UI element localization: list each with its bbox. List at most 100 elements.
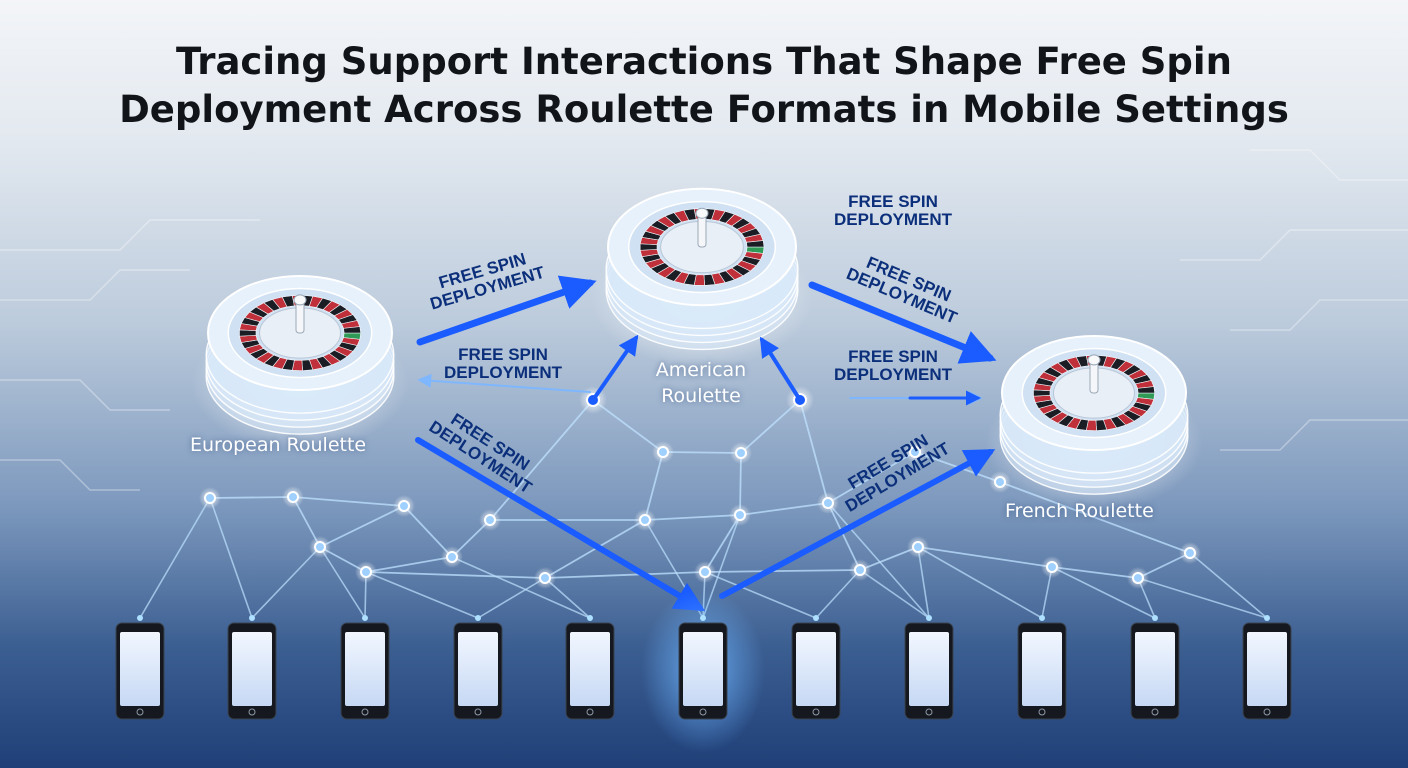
american-roulette-label: American Roulette xyxy=(655,359,747,407)
mobile-device xyxy=(904,615,954,720)
mobile-device-home-button xyxy=(1151,708,1159,716)
network-node xyxy=(287,491,299,503)
mobile-device xyxy=(641,589,765,753)
mobile-device-home-button xyxy=(474,708,482,716)
circuit-trace xyxy=(1250,149,1408,181)
network-link xyxy=(592,399,664,453)
mobile-device-screen xyxy=(232,632,272,706)
mobile-device-connector xyxy=(137,615,143,621)
network-link xyxy=(1137,577,1268,619)
mobile-device xyxy=(115,615,165,720)
edge-label-american-to-euro: FREE SPIN DEPLOYMENT xyxy=(444,346,562,382)
mobile-device-connector xyxy=(1264,615,1270,621)
mobile-device xyxy=(1017,615,1067,720)
french-roulette-label: French Roulette xyxy=(1005,500,1154,522)
network-node xyxy=(484,514,496,526)
mobile-device-screen xyxy=(683,632,723,706)
network-link xyxy=(365,571,546,579)
wheel-spindle xyxy=(295,301,305,334)
circuit-trace xyxy=(1230,299,1408,331)
network-node xyxy=(446,551,458,563)
mobile-device-screen xyxy=(345,632,385,706)
wheel-spindle-top xyxy=(695,207,709,219)
network-node xyxy=(639,514,651,526)
european-roulette-label: European Roulette xyxy=(190,434,367,456)
deployment-arrows xyxy=(415,275,997,612)
mobile-device-screen xyxy=(120,632,160,706)
network-node xyxy=(1132,572,1144,584)
mobile-device xyxy=(565,615,615,720)
network-node xyxy=(909,446,921,458)
network-node xyxy=(657,446,669,458)
title-line-2: Deployment Across Roulette Formats in Mo… xyxy=(119,88,1289,131)
mobile-device-connector xyxy=(813,615,819,621)
circuit-trace xyxy=(0,269,190,301)
network-link xyxy=(251,546,321,619)
mobile-device xyxy=(791,615,841,720)
network-node xyxy=(822,497,834,509)
mobile-device-screen xyxy=(1022,632,1062,706)
wheel-spindle-top xyxy=(1087,354,1101,366)
mobile-device xyxy=(1242,615,1292,720)
network-node xyxy=(735,447,747,459)
network-link xyxy=(292,496,405,507)
arrow-american-to-french xyxy=(808,281,997,364)
wheel-pocket xyxy=(343,326,362,334)
edge-label-network-to-french: FREE SPIN DEPLOYMENT xyxy=(834,348,952,384)
arrow-node-to-american-right xyxy=(759,336,802,402)
network-link xyxy=(139,497,211,619)
network-node xyxy=(398,500,410,512)
mobile-device-screen xyxy=(458,632,498,706)
network-link xyxy=(1051,566,1139,579)
edge-label-line-1: FREE SPIN xyxy=(458,345,548,364)
network-link xyxy=(451,556,591,619)
mobile-device-home-button xyxy=(812,708,820,716)
arrow-euro-to-american xyxy=(416,275,597,346)
network-node xyxy=(1046,561,1058,573)
wheel-spindle-top xyxy=(293,294,307,306)
page-title: Tracing Support Interactions That Shape … xyxy=(0,38,1408,134)
circuit-trace xyxy=(1220,419,1408,451)
arrow-node-to-american-left xyxy=(591,334,639,402)
american-roulette-wheel xyxy=(591,187,813,368)
wheel-spindle xyxy=(1089,361,1099,394)
mobile-device-home-button xyxy=(586,708,594,716)
arrow-euro-to-device xyxy=(415,437,706,612)
network-link xyxy=(209,497,253,619)
network-link xyxy=(799,399,829,504)
network-link xyxy=(1051,566,1156,619)
circuit-trace xyxy=(0,219,260,251)
french-roulette-wheel xyxy=(985,334,1203,511)
network-link xyxy=(319,546,366,619)
arrow-american-to-euro xyxy=(417,373,591,393)
network-link xyxy=(859,569,930,619)
mobile-device-connector xyxy=(926,615,932,621)
network-link xyxy=(489,399,594,521)
network-node xyxy=(1184,547,1196,559)
network-link xyxy=(365,556,453,573)
network-node xyxy=(314,541,326,553)
european-roulette-wheel xyxy=(191,274,409,451)
network-link xyxy=(917,546,930,619)
mobile-device-home-button xyxy=(248,708,256,716)
mobile-device-home-button xyxy=(1263,708,1271,716)
edge-label-top-right: FREE SPIN DEPLOYMENT xyxy=(834,193,952,229)
network-node xyxy=(204,492,216,504)
network-link xyxy=(365,571,479,619)
network-link xyxy=(827,502,861,571)
mobile-device-connector xyxy=(1039,615,1045,621)
background-circuit-lines xyxy=(0,149,1408,491)
mobile-device xyxy=(1130,615,1180,720)
mobile-device-home-button xyxy=(1038,708,1046,716)
network-link xyxy=(704,514,741,573)
mobile-device-connector xyxy=(249,615,255,621)
network-node xyxy=(360,566,372,578)
mobile-device-home-button xyxy=(136,708,144,716)
circuit-trace xyxy=(0,459,140,491)
network-link xyxy=(1189,552,1268,619)
roulette-wheels xyxy=(191,187,1203,511)
network-link xyxy=(917,546,1043,619)
network-link xyxy=(704,571,817,619)
